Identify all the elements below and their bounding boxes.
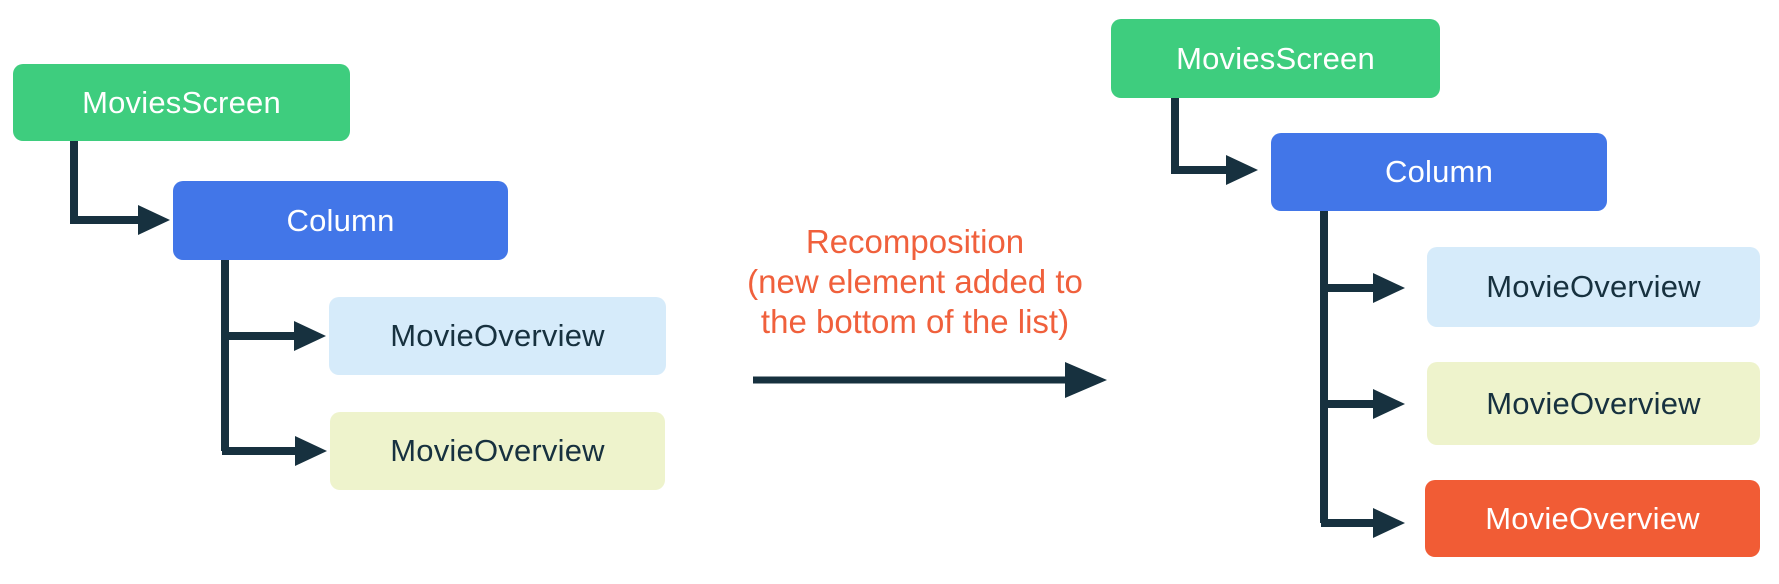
recomposition-annotation: Recomposition (new element added to the … — [675, 222, 1155, 342]
arrow-head-icon — [1373, 389, 1405, 419]
right-root-connector — [1171, 98, 1258, 185]
annotation-line-2: (new element added to — [747, 263, 1083, 300]
right-column-connector — [1320, 211, 1405, 538]
node-label: MovieOverview — [1485, 500, 1700, 536]
right-tree-movieoverview-2: MovieOverview — [1427, 362, 1760, 445]
left-tree-movieoverview-1: MovieOverview — [329, 297, 666, 375]
node-label: Column — [286, 202, 395, 238]
node-label: MoviesScreen — [82, 84, 281, 120]
left-column-connector — [221, 260, 327, 466]
node-label: MovieOverview — [1486, 385, 1701, 421]
annotation-line-1: Recomposition — [805, 223, 1025, 260]
right-tree-movieoverview-1: MovieOverview — [1427, 247, 1760, 327]
arrow-head-icon — [294, 321, 326, 351]
right-tree-movieoverview-3-new: MovieOverview — [1425, 480, 1760, 557]
arrow-head-icon — [1226, 155, 1258, 185]
left-tree-column: Column — [173, 181, 508, 260]
arrow-head-icon — [295, 436, 327, 466]
arrow-head-icon — [1373, 508, 1405, 538]
right-tree-root-moviesscreen: MoviesScreen — [1111, 19, 1440, 98]
node-label: MovieOverview — [390, 433, 605, 468]
recomposition-arrow — [753, 362, 1107, 398]
left-root-connector — [70, 141, 170, 235]
node-label: MovieOverview — [1486, 269, 1701, 304]
arrow-head-icon — [1065, 362, 1107, 398]
node-label: MoviesScreen — [1176, 40, 1375, 76]
node-label: Column — [1384, 154, 1494, 189]
annotation-line-3: the bottom of the list) — [760, 303, 1070, 340]
node-label: MovieOverview — [390, 318, 605, 353]
left-tree-root-moviesscreen: MoviesScreen — [13, 64, 350, 141]
right-tree-column: Column — [1271, 133, 1607, 211]
left-tree-movieoverview-2: MovieOverview — [330, 412, 665, 490]
arrow-head-icon — [138, 205, 170, 235]
arrow-head-icon — [1373, 273, 1405, 303]
